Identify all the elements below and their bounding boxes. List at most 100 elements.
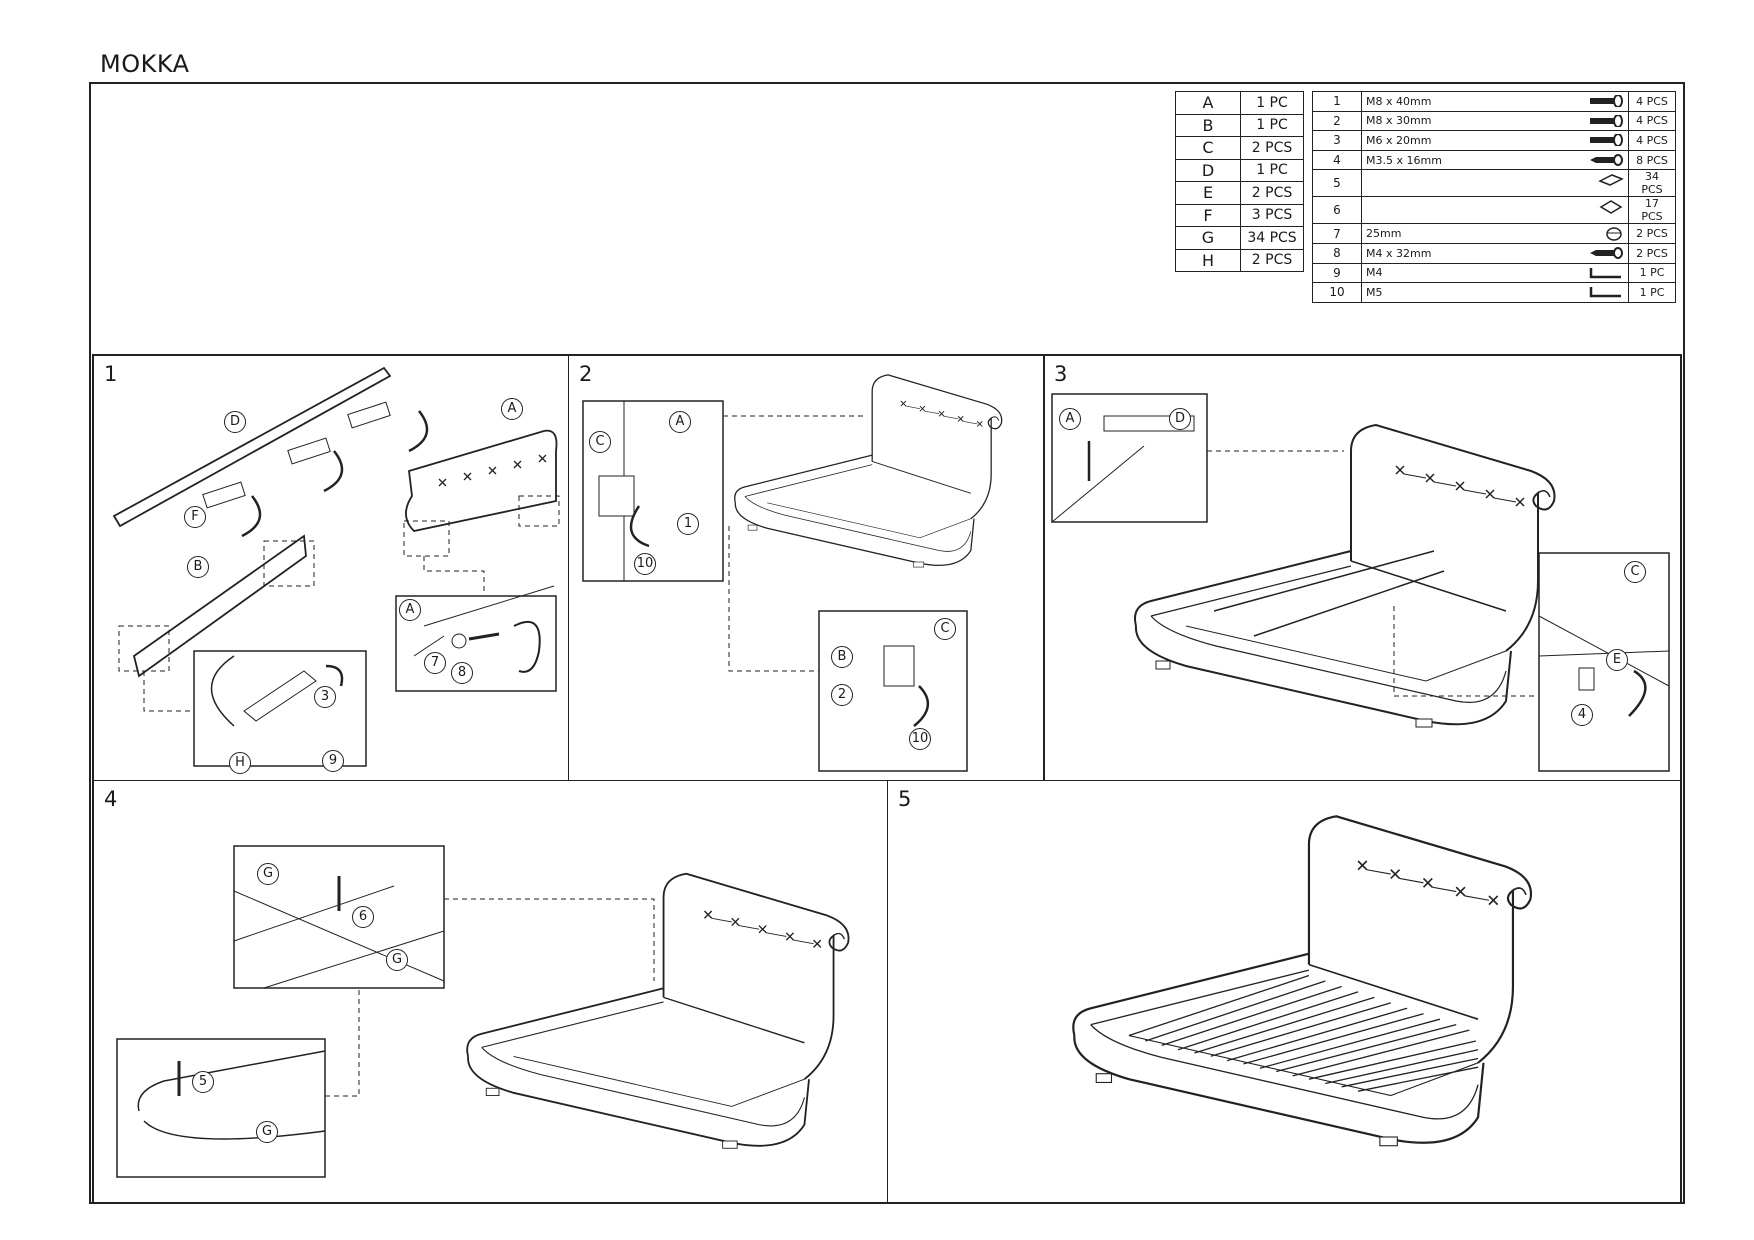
part-quantity: 1 PC [1240,158,1304,182]
part-letter: H [1175,248,1241,272]
callout-1: 1 [677,513,699,535]
hardware-row: 10 M5 1 PC [1312,282,1676,303]
hardware-number: 7 [1312,223,1362,244]
hardware-quantity: 1 PC [1628,282,1676,303]
hardware-row: 6 17 PCS [1312,196,1676,225]
callout-H: H [229,752,251,774]
hardware-row: 4 M3.5 x 16mm 8 PCS [1312,149,1676,171]
callout-G-3: G [256,1121,278,1143]
callout-C: C [589,431,611,453]
step-4-guides [116,845,655,1178]
hardware-quantity: 1 PC [1628,262,1676,284]
hardware-description: M8 x 40mm [1366,94,1432,108]
callout-2: 2 [831,684,853,706]
step-5-panel: 5 [887,780,1681,1204]
part-letter: D [1175,158,1241,182]
hardware-row: 3 M6 x 20mm 4 PCS [1312,130,1676,151]
document-title: MOKKA [100,50,190,78]
callout-A: A [669,411,691,433]
hardware-description: M8 x 30mm [1366,114,1432,128]
hardware-row: 8 M4 x 32mm 2 PCS [1312,242,1676,264]
callout-C-inset: C [934,618,956,640]
callout-A: A [1059,408,1081,430]
callout-G-2: G [386,949,408,971]
hardware-number: 3 [1312,130,1362,151]
step-number: 1 [104,362,118,386]
hardware-number: 9 [1312,262,1362,284]
hardware-row: 9 M4 1 PC [1312,262,1676,284]
callout-C: C [1624,561,1646,583]
callout-10: 10 [634,553,656,575]
hardware-row: 5 34 PCS [1312,169,1676,198]
callout-5: 5 [192,1071,214,1093]
callout-D: D [224,411,246,433]
callout-6: 6 [352,906,374,928]
hardware-number: 8 [1312,242,1362,264]
hardware-row: 2 M8 x 30mm 4 PCS [1312,110,1676,132]
step-3-panel: 3 A D C E 4 [1043,355,1681,781]
hardware-quantity: 8 PCS [1628,149,1676,171]
hardware-description: M4 [1366,266,1383,280]
part-quantity: 34 PCS [1240,226,1304,250]
callout-4: 4 [1571,704,1593,726]
step-number: 2 [579,362,593,386]
part-letter: F [1175,203,1241,227]
callout-3: 3 [314,686,336,708]
part-letter: B [1175,113,1241,137]
part-letter: E [1175,181,1241,205]
hardware-number: 5 [1312,169,1362,198]
step-5-assembled-bed [1072,815,1533,1147]
callout-F: F [184,506,206,528]
part-letter: A [1175,91,1241,115]
hardware-description: M5 [1366,285,1383,299]
callout-7: 7 [424,652,446,674]
step-number: 3 [1054,362,1068,386]
part-quantity: 2 PCS [1240,136,1304,160]
hardware-number: 4 [1312,149,1362,171]
step-number: 5 [898,787,912,811]
callout-D: D [1169,408,1191,430]
part-quantity: 3 PCS [1240,203,1304,227]
callout-8: 8 [451,662,473,684]
hardware-quantity: 17 PCS [1628,196,1676,225]
hardware-table: 1 M8 x 40mm 4 PCS 2 M8 x 30mm 4 PCS 3 M6 x 20mm… [1312,91,1676,303]
callout-G: G [257,863,279,885]
hardware-description: M6 x 20mm [1366,133,1432,147]
hardware-quantity: 4 PCS [1628,110,1676,132]
part-letter: C [1175,136,1241,160]
callout-E: E [1606,649,1628,671]
hardware-number: 1 [1312,91,1362,112]
hardware-quantity: 2 PCS [1628,242,1676,264]
hardware-number: 10 [1312,282,1362,303]
callout-B: B [831,646,853,668]
step-4-panel: 4 G 6 G 5 G [93,780,888,1204]
callout-B: B [187,556,209,578]
callout-10-inset: 10 [909,728,931,750]
hardware-quantity: 4 PCS [1628,130,1676,151]
hardware-description: M4 x 32mm [1366,246,1432,260]
hardware-number: 2 [1312,110,1362,132]
step-1-illustration [112,366,560,767]
hardware-quantity: 34 PCS [1628,169,1676,198]
hardware-description: 25mm [1366,227,1402,241]
part-letter: G [1175,226,1241,250]
callout-A-inset: A [399,599,421,621]
hardware-quantity: 4 PCS [1628,91,1676,112]
callout-9: 9 [322,750,344,772]
step-number: 4 [104,787,118,811]
part-quantity: 2 PCS [1240,248,1304,272]
hardware-description: M3.5 x 16mm [1366,153,1442,167]
hardware-number: 6 [1312,196,1362,225]
step-2-panel: 2 C A 1 10 B C 2 10 [568,355,1045,781]
part-quantity: 1 PC [1240,91,1304,115]
